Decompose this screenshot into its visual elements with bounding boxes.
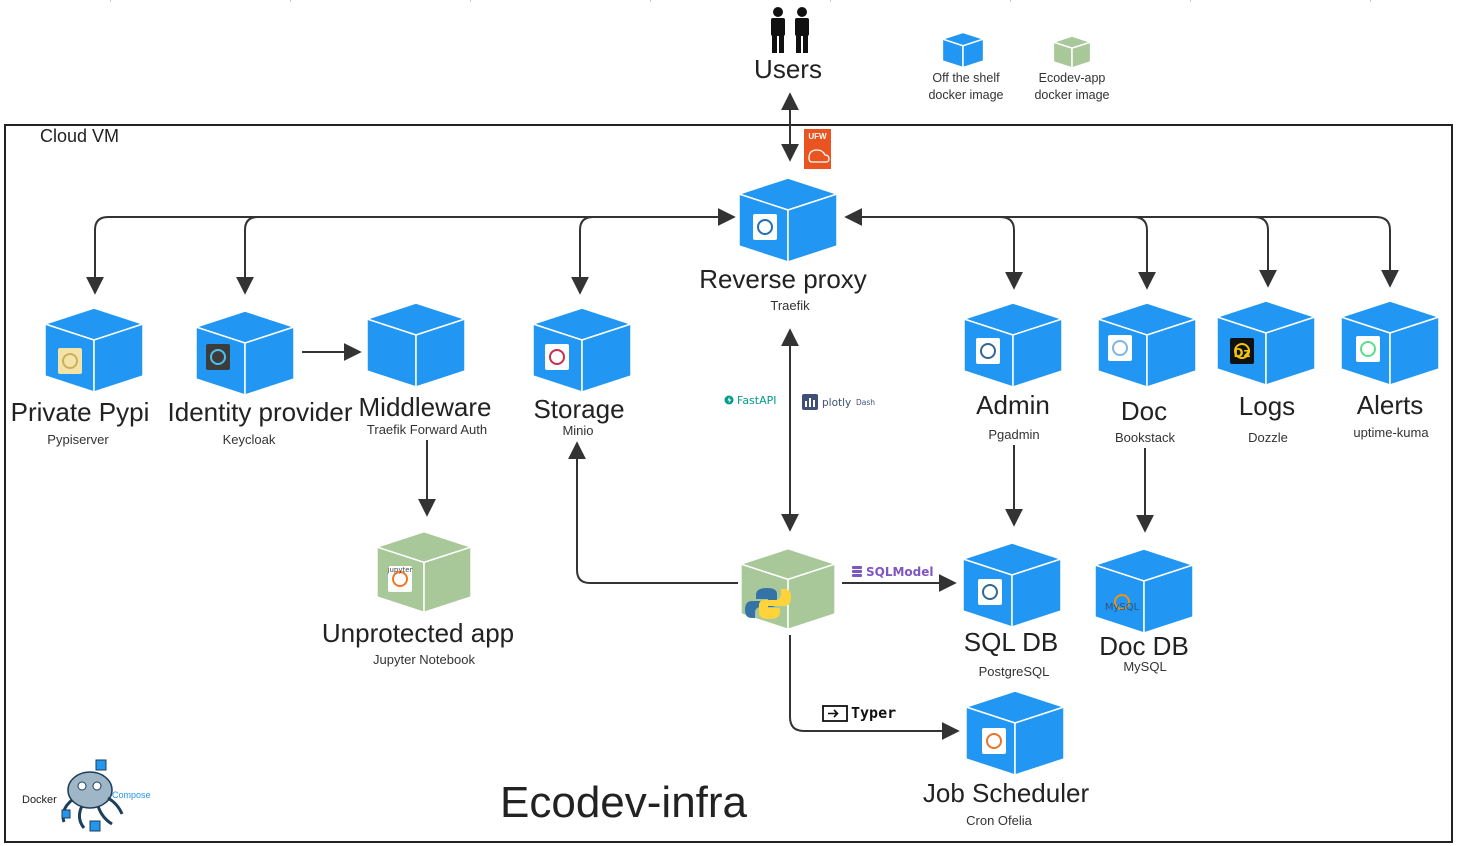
node-reverse-proxy-title: Reverse proxy — [699, 264, 867, 294]
middleware-cube — [364, 302, 468, 389]
traefik-gopher-icon — [753, 214, 777, 240]
logs-cube — [1214, 300, 1318, 387]
edge-proxy-left-bus — [86, 208, 736, 295]
node-identity-title: Identity provider — [167, 397, 353, 427]
node-docdb-title: Doc DB — [1099, 631, 1189, 661]
node-logs-sub: Dozzle — [1248, 430, 1288, 445]
cloud-vm-label: Cloud VM — [40, 126, 120, 146]
legend-off-shelf-line1: Off the shelf — [932, 71, 1000, 85]
node-sqldb-sub: PostgreSQL — [978, 664, 1050, 679]
bookstack-icon — [1108, 335, 1132, 361]
svg-text:UFW: UFW — [808, 132, 827, 141]
node-storage-title: Storage — [533, 394, 625, 424]
private-pypi-cube — [42, 307, 146, 394]
edge-bus-storage — [571, 216, 594, 295]
plotly-dash-logo-icon: plotly Dash — [802, 394, 875, 410]
node-unprotected-sub: Jupyter Notebook — [373, 652, 475, 667]
svg-text:Typer: Typer — [851, 704, 896, 722]
legend-off-shelf-cube — [940, 31, 986, 69]
dozzle-logo-text: Dz — [1234, 346, 1251, 360]
node-private-pypi-sub: Pypiserver — [47, 432, 109, 447]
mysql-dolphin-icon — [1110, 589, 1134, 615]
node-alerts-sub: uptime-kuma — [1353, 425, 1429, 440]
edge-bus-logs — [1253, 216, 1277, 288]
edge-bus-identity — [236, 216, 259, 295]
edge-python-jobs — [789, 635, 960, 740]
users-label: Users — [754, 54, 822, 84]
pypiserver-cloud-icon — [58, 348, 82, 374]
node-admin-sub: Pgadmin — [988, 427, 1040, 442]
node-reverse-proxy-sub: Traefik — [770, 298, 810, 313]
legend-ecodev-line2: docker image — [1034, 88, 1110, 102]
minio-flamingo-icon — [545, 344, 569, 370]
node-identity-sub: Keycloak — [222, 432, 276, 447]
legend-off-shelf-line2: docker image — [928, 88, 1004, 102]
node-docdb-sub: MySQL — [1123, 659, 1167, 674]
node-jobs-title: Job Scheduler — [922, 778, 1090, 808]
svg-text:Docker: Docker — [22, 794, 57, 806]
uptime-kuma-icon — [1356, 336, 1380, 362]
jupyter-logo-text: jupyter — [387, 566, 413, 574]
users-icon — [771, 7, 809, 53]
alerts-cube — [1338, 300, 1442, 387]
node-jobs-sub: Cron Ofelia — [966, 813, 1032, 828]
node-storage-sub: Minio — [562, 423, 594, 438]
node-doc-sub: Bookstack — [1115, 430, 1175, 445]
edge-python-storage — [568, 441, 738, 584]
typer-logo-icon: Typer — [822, 704, 896, 722]
postgres-elephant-icon — [978, 579, 1002, 605]
node-alerts-title: Alerts — [1356, 390, 1424, 420]
node-unprotected-title: Unprotected app — [321, 618, 515, 648]
doc-db-cube — [1092, 548, 1196, 635]
svg-text:Dash: Dash — [856, 398, 875, 407]
svg-text:SQLModel: SQLModel — [866, 565, 934, 579]
jupyter-icon — [388, 566, 412, 592]
sqlmodel-logo-icon: SQLModel — [852, 565, 934, 579]
dozzle-icon — [1230, 338, 1254, 364]
edge-bus-doc — [1132, 216, 1156, 290]
svg-text:plotly: plotly — [822, 397, 851, 409]
node-admin-title: Admin — [976, 390, 1050, 420]
ufw-firewall-icon: UFW — [804, 129, 831, 169]
node-logs-title: Logs — [1238, 391, 1296, 421]
legend-ecodev-line1: Ecodev-app — [1038, 71, 1106, 85]
pgadmin-elephant-icon — [976, 338, 1000, 364]
svg-text:Compose: Compose — [112, 790, 151, 800]
edge-bus-admin — [999, 216, 1023, 290]
docker-compose-logo-icon: Docker Compose — [22, 759, 151, 832]
python-app-cube — [738, 547, 838, 631]
legend-ecodev-cube — [1050, 35, 1094, 69]
svg-text:FastAPI: FastAPI — [737, 394, 777, 407]
node-private-pypi-title: Private Pypi — [10, 397, 150, 427]
admin-cube — [961, 302, 1065, 389]
node-doc-title: Doc — [1120, 396, 1168, 426]
sql-db-cube — [960, 542, 1064, 629]
keycloak-icon — [206, 344, 230, 370]
fastapi-logo-icon: FastAPI — [724, 394, 777, 407]
ofelia-icon — [982, 728, 1006, 754]
job-scheduler-cube — [963, 690, 1067, 777]
edge-proxy-right-bus — [844, 208, 1399, 288]
cloud-vm-frame — [4, 124, 1453, 843]
node-middleware-title: Middleware — [358, 392, 492, 422]
node-sqldb-title: SQL DB — [963, 627, 1059, 657]
python-icon — [745, 588, 791, 619]
mysql-logo-text: MySQL — [1105, 602, 1140, 613]
diagram-title: Ecodev-infra — [500, 778, 748, 827]
node-middleware-sub: Traefik Forward Auth — [366, 422, 488, 437]
